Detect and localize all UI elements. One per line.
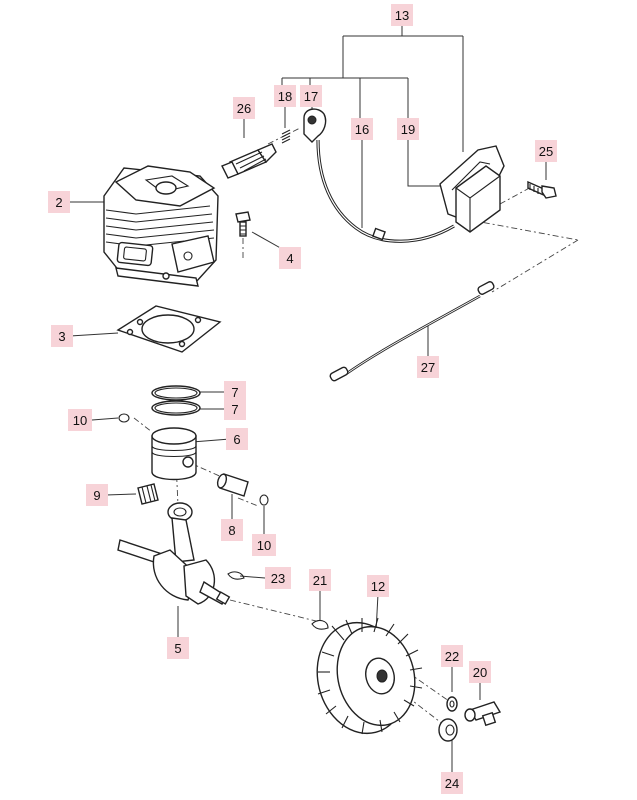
callout-20: 20	[469, 661, 491, 683]
circlip-left	[118, 413, 130, 423]
piston-rings	[151, 385, 201, 416]
callout-5: 5	[167, 637, 189, 659]
svg-text:13: 13	[395, 8, 409, 23]
flywheel	[316, 617, 423, 735]
lead-wire	[329, 281, 495, 382]
callout-19: 19	[397, 118, 419, 140]
circlip-right	[259, 494, 269, 506]
svg-text:21: 21	[313, 573, 327, 588]
callout-10-upper: 10	[68, 409, 92, 431]
svg-text:9: 9	[93, 488, 100, 503]
starter-pawl	[464, 701, 502, 727]
spark-plug	[221, 143, 277, 179]
callout-12: 12	[367, 575, 389, 597]
leader-lines	[66, 26, 547, 772]
svg-text:17: 17	[304, 89, 318, 104]
svg-text:5: 5	[174, 641, 181, 656]
svg-text:10: 10	[257, 538, 271, 553]
callout-23: 23	[265, 567, 291, 589]
callout-27: 27	[417, 356, 439, 378]
piston	[151, 427, 197, 481]
crankshaft	[117, 502, 245, 605]
callout-21: 21	[309, 569, 331, 591]
callout-26: 26	[233, 97, 255, 119]
svg-text:16: 16	[355, 122, 369, 137]
svg-text:12: 12	[371, 579, 385, 594]
svg-text:10: 10	[73, 413, 87, 428]
flywheel-key	[311, 619, 329, 630]
svg-text:19: 19	[401, 122, 415, 137]
cylinder-bolt	[235, 211, 251, 237]
flywheel-washer	[446, 696, 458, 712]
cylinder-gasket	[116, 305, 222, 353]
callout-labels: 13 18 17 26 16 19 25 2 4 3 27 7 7 10 6 9…	[48, 4, 557, 794]
coil-bolt	[527, 180, 557, 199]
svg-text:7: 7	[231, 402, 238, 417]
needle-bearing	[137, 483, 159, 505]
svg-text:18: 18	[278, 89, 292, 104]
callout-24: 24	[441, 772, 463, 794]
callout-4: 4	[279, 247, 301, 269]
callout-7-lower: 7	[224, 398, 246, 420]
callout-8: 8	[221, 519, 243, 541]
svg-text:3: 3	[58, 329, 65, 344]
callout-13: 13	[391, 4, 413, 26]
ignition-coil-assembly	[281, 108, 505, 243]
svg-text:27: 27	[421, 360, 435, 375]
callout-17: 17	[300, 85, 322, 107]
callout-16: 16	[351, 118, 373, 140]
svg-text:2: 2	[55, 195, 62, 210]
flywheel-nut	[438, 718, 458, 742]
callout-3: 3	[51, 325, 73, 347]
svg-text:7: 7	[231, 385, 238, 400]
callout-7-upper: 7	[224, 381, 246, 403]
svg-text:8: 8	[228, 523, 235, 538]
svg-text:6: 6	[233, 432, 240, 447]
piston-pin	[216, 473, 249, 497]
svg-text:20: 20	[473, 665, 487, 680]
svg-text:23: 23	[271, 571, 285, 586]
callout-18: 18	[274, 85, 296, 107]
callout-2: 2	[48, 191, 70, 213]
svg-text:22: 22	[445, 649, 459, 664]
svg-text:25: 25	[539, 144, 553, 159]
callout-25: 25	[535, 140, 557, 162]
svg-text:24: 24	[445, 776, 459, 791]
callout-6: 6	[226, 428, 248, 450]
svg-text:4: 4	[286, 251, 293, 266]
callout-9: 9	[86, 484, 108, 506]
callout-10-lower: 10	[252, 534, 276, 556]
cylinder	[103, 165, 219, 287]
svg-text:26: 26	[237, 101, 251, 116]
callout-22: 22	[441, 645, 463, 667]
